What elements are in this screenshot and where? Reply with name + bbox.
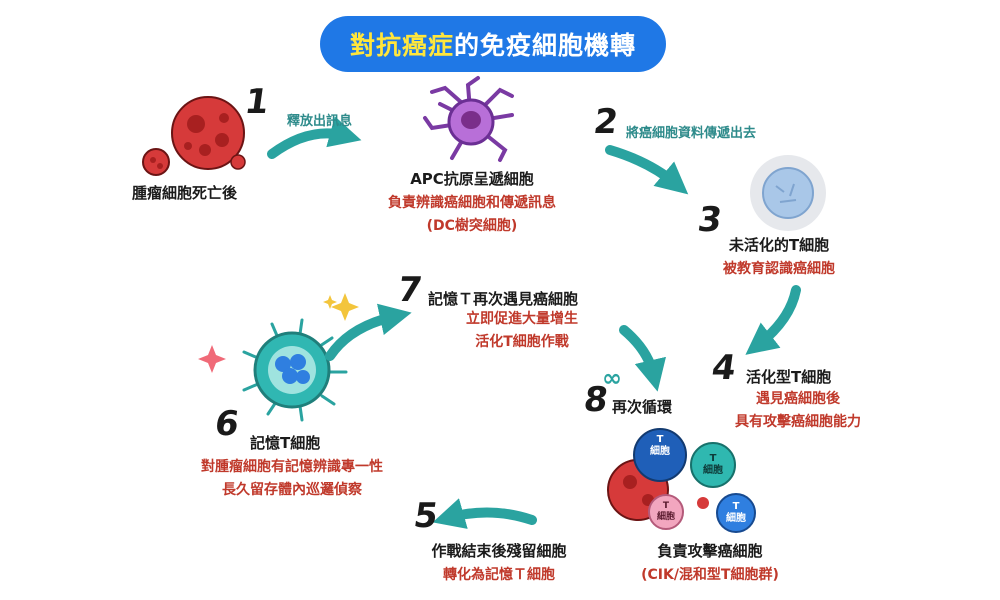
attack-cell-cluster-icon	[607, 428, 756, 533]
step-8-label: 再次循環	[612, 398, 673, 416]
title-rest: 的免疫細胞機轉	[454, 31, 637, 60]
step-3-title: 未活化的T細胞	[728, 236, 830, 254]
cell-label-3-t: T	[662, 501, 670, 511]
cell-label-2-text: 細胞	[703, 465, 723, 476]
attack-desc: (CIK/混和型T細胞群)	[641, 567, 779, 583]
step-6-desc-block: 對腫瘤細胞有記憶辨識專一性 長久留存體內巡邏偵察	[172, 456, 412, 499]
cell-label-2-t: T	[709, 453, 717, 464]
step-7-desc-block: 立即促進大量增生 活化T細胞作戰	[434, 308, 610, 351]
apc-title: APC抗原呈遞細胞	[410, 170, 534, 188]
attack-title: 負責攻擊癌細胞	[657, 542, 763, 560]
cell-label-4-text: 細胞	[726, 513, 746, 524]
arrow-1-to-apc	[267, 116, 362, 159]
arrow-7-to-8	[619, 325, 666, 392]
step-5-desc: 轉化為記憶Ｔ細胞	[443, 567, 555, 583]
arrow-attack-to-5	[432, 498, 537, 529]
step-5-block: 作戰結束後殘留細胞 轉化為記憶Ｔ細胞	[412, 540, 586, 584]
naive-t-cell-icon	[750, 155, 826, 231]
step-4-title: 活化型T細胞	[746, 368, 832, 386]
cell-label-1-text: 細胞	[650, 446, 670, 457]
step-7-title: 記憶Ｔ再次遇見癌細胞	[428, 290, 579, 308]
step-6-title: 記憶T細胞	[250, 434, 321, 452]
step-1-label: 腫瘤細胞死亡後	[132, 184, 238, 202]
step-7-desc-1: 立即促進大量增生	[466, 311, 578, 327]
cell-label-3-text: 細胞	[656, 512, 675, 522]
sparkle-icon	[198, 293, 359, 373]
infinity-icon: ∞	[602, 364, 622, 392]
arrow-1-label: 釋放出訊息	[287, 114, 353, 129]
apc-desc-1: 負責辨識癌細胞和傳遞訊息	[388, 195, 556, 211]
step-7-desc-2: 活化T細胞作戰	[475, 334, 569, 350]
cell-label-1: T 細胞	[646, 434, 674, 458]
attack-block: 負責攻擊癌細胞 (CIK/混和型T細胞群)	[612, 540, 808, 584]
memory-t-cell-icon	[242, 318, 348, 422]
arrow-6-to-7	[325, 303, 412, 361]
step-5-title: 作戰結束後殘留細胞	[431, 542, 567, 560]
apc-block: APC抗原呈遞細胞 負責辨識癌細胞和傳遞訊息 (DC樹突細胞)	[360, 168, 584, 235]
step-3-block: 未活化的T細胞 被教育認識癌細胞	[690, 234, 868, 278]
title-highlight: 對抗癌症	[349, 31, 454, 60]
cell-label-3: T 細胞	[652, 501, 680, 523]
cell-label-4-t: T	[732, 501, 740, 512]
step-4-desc-1: 遇見癌細胞後	[756, 391, 840, 407]
apc-desc-2: (DC樹突細胞)	[426, 218, 518, 234]
tumor-cell-icon	[142, 96, 246, 176]
step-4-desc-2: 具有攻擊癌細胞能力	[735, 414, 861, 430]
cell-label-1-t: T	[656, 434, 664, 445]
title-banner: 對抗癌症的免疫細胞機轉	[320, 16, 666, 72]
step-3-desc: 被教育認識癌細胞	[723, 261, 835, 277]
cell-label-4: T 細胞	[722, 501, 750, 525]
page-title: 對抗癌症的免疫細胞機轉	[350, 26, 636, 62]
step-6-desc-2: 長久留存體內巡邏偵察	[222, 482, 362, 498]
cell-label-2: T 細胞	[699, 453, 727, 477]
step-4-desc-block: 遇見癌細胞後 具有攻擊癌細胞能力	[712, 388, 884, 431]
arrow-apc-to-3	[605, 145, 689, 195]
arrow-2-label: 將癌細胞資料傳遞出去	[626, 126, 757, 141]
step-6-desc-1: 對腫瘤細胞有記憶辨識專一性	[201, 459, 383, 475]
arrow-3-to-4	[745, 285, 801, 355]
dendritic-cell-icon	[423, 76, 514, 162]
